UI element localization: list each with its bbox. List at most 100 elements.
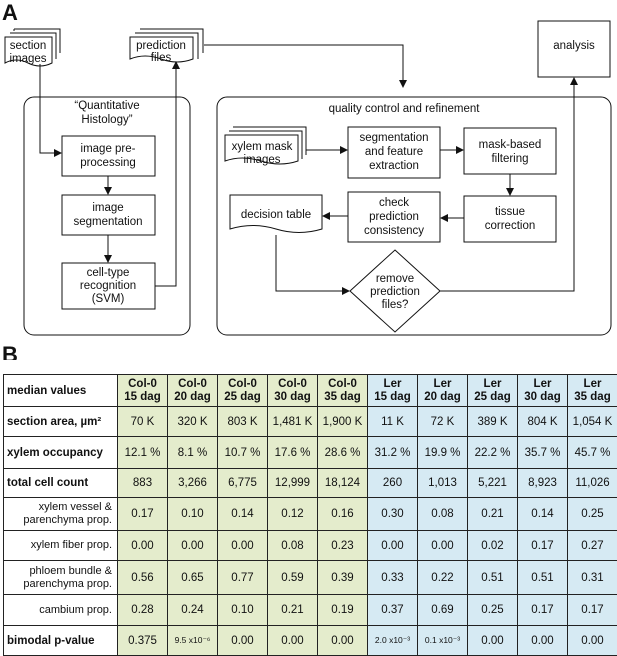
header-label: median values bbox=[4, 375, 118, 407]
table-cell: 0.28 bbox=[118, 595, 168, 626]
row-label: xylem fiber prop. bbox=[4, 531, 118, 561]
table-cell: 28.6 % bbox=[318, 437, 368, 469]
remove-files-line1: remove bbox=[376, 273, 414, 285]
table-cell: 19.9 % bbox=[418, 437, 468, 469]
table-cell: 3,266 bbox=[168, 469, 218, 498]
table-cell: 0.12 bbox=[268, 498, 318, 531]
table-cell: 0.51 bbox=[468, 561, 518, 595]
quantitative-histology-group: “Quantitative Histology” image pre- proc… bbox=[24, 97, 190, 335]
mask-filtering-line1: mask-based bbox=[479, 139, 542, 151]
analysis-node: analysis bbox=[538, 21, 610, 77]
table-cell: 0.22 bbox=[418, 561, 468, 595]
section-images-line2: images bbox=[9, 53, 46, 65]
table-cell: 45.7 % bbox=[568, 437, 617, 469]
qc-title: quality control and refinement bbox=[329, 103, 481, 115]
preprocessing-line1: image pre- bbox=[81, 143, 136, 155]
mask-filtering-line2: filtering bbox=[491, 153, 528, 165]
table-cell: 0.14 bbox=[518, 498, 568, 531]
tissue-correction-box bbox=[464, 196, 556, 242]
mask-filtering-box bbox=[464, 128, 556, 174]
table-cell: 389 K bbox=[468, 407, 518, 437]
section-images-node: section images bbox=[5, 29, 60, 66]
table-cell: 1,013 bbox=[418, 469, 468, 498]
analysis-label: analysis bbox=[553, 40, 595, 52]
table-cell: 0.17 bbox=[118, 498, 168, 531]
remove-files-line3: files? bbox=[382, 299, 409, 311]
table-cell: 8.1 % bbox=[168, 437, 218, 469]
table-cell: 0.51 bbox=[518, 561, 568, 595]
panel-b-letter: B bbox=[2, 342, 18, 360]
recognition-line3: (SVM) bbox=[92, 293, 125, 305]
table-cell: 320 K bbox=[168, 407, 218, 437]
table-cell: 11,026 bbox=[568, 469, 617, 498]
table-cell: 18,124 bbox=[318, 469, 368, 498]
table-cell: 0.00 bbox=[118, 531, 168, 561]
table-cell: 0.21 bbox=[268, 595, 318, 626]
table-cell: 0.00 bbox=[368, 531, 418, 561]
prediction-files-node: prediction files bbox=[130, 29, 203, 64]
table-cell: 0.00 bbox=[468, 626, 518, 656]
table-cell: 0.1 x10⁻³ bbox=[418, 626, 468, 656]
qh-title-line1: “Quantitative bbox=[74, 100, 139, 112]
seg-extract-line2: and feature bbox=[365, 146, 423, 158]
seg-extract-line1: segmentation bbox=[359, 132, 428, 144]
table-cell: 0.25 bbox=[468, 595, 518, 626]
table-cell: 803 K bbox=[218, 407, 268, 437]
table-cell: 0.30 bbox=[368, 498, 418, 531]
table-cell: 0.24 bbox=[168, 595, 218, 626]
table-cell: 0.27 bbox=[568, 531, 617, 561]
table-cell: 0.17 bbox=[568, 595, 617, 626]
table-cell: 0.21 bbox=[468, 498, 518, 531]
segmentation-box bbox=[62, 195, 155, 235]
segmentation-step-line2: segmentation bbox=[73, 216, 142, 228]
check-consistency-line1: check bbox=[379, 197, 409, 209]
tissue-correction-line1: tissue bbox=[495, 206, 525, 218]
xylem-mask-line1: xylem mask bbox=[232, 141, 293, 153]
panel-a-letter: A bbox=[2, 0, 18, 25]
quality-control-group: quality control and refinement xylem mas… bbox=[217, 97, 611, 335]
section-images-line1: section bbox=[10, 40, 46, 52]
table-cell: 0.25 bbox=[568, 498, 617, 531]
recognition-line2: recognition bbox=[80, 280, 136, 292]
table-cell: 0.00 bbox=[518, 626, 568, 656]
row-label: xylem occupancy bbox=[4, 437, 118, 469]
row-label: bimodal p-value bbox=[4, 626, 118, 656]
table-cell: 0.17 bbox=[518, 595, 568, 626]
table-cell: 72 K bbox=[418, 407, 468, 437]
table-cell: 17.6 % bbox=[268, 437, 318, 469]
xylem-mask-line2: images bbox=[243, 154, 280, 166]
row-label: phloem bundle & parenchyma prop. bbox=[4, 561, 118, 595]
table-cell: 804 K bbox=[518, 407, 568, 437]
table-cell: 1,481 K bbox=[268, 407, 318, 437]
preprocessing-box bbox=[62, 136, 155, 176]
table-cell: 0.00 bbox=[418, 531, 468, 561]
table-cell: 0.77 bbox=[218, 561, 268, 595]
table-cell: 0.17 bbox=[518, 531, 568, 561]
check-consistency-line3: consistency bbox=[364, 225, 424, 237]
flowchart-panel-a: A section images prediction files analys… bbox=[0, 0, 617, 360]
table-cell: 0.08 bbox=[268, 531, 318, 561]
table-cell: 0.23 bbox=[318, 531, 368, 561]
row-label: total cell count bbox=[4, 469, 118, 498]
table-cell: 0.65 bbox=[168, 561, 218, 595]
prediction-files-line2: files bbox=[151, 52, 172, 64]
table-cell: 0.08 bbox=[418, 498, 468, 531]
recognition-line1: cell-type bbox=[87, 267, 130, 279]
table-cell: 0.33 bbox=[368, 561, 418, 595]
